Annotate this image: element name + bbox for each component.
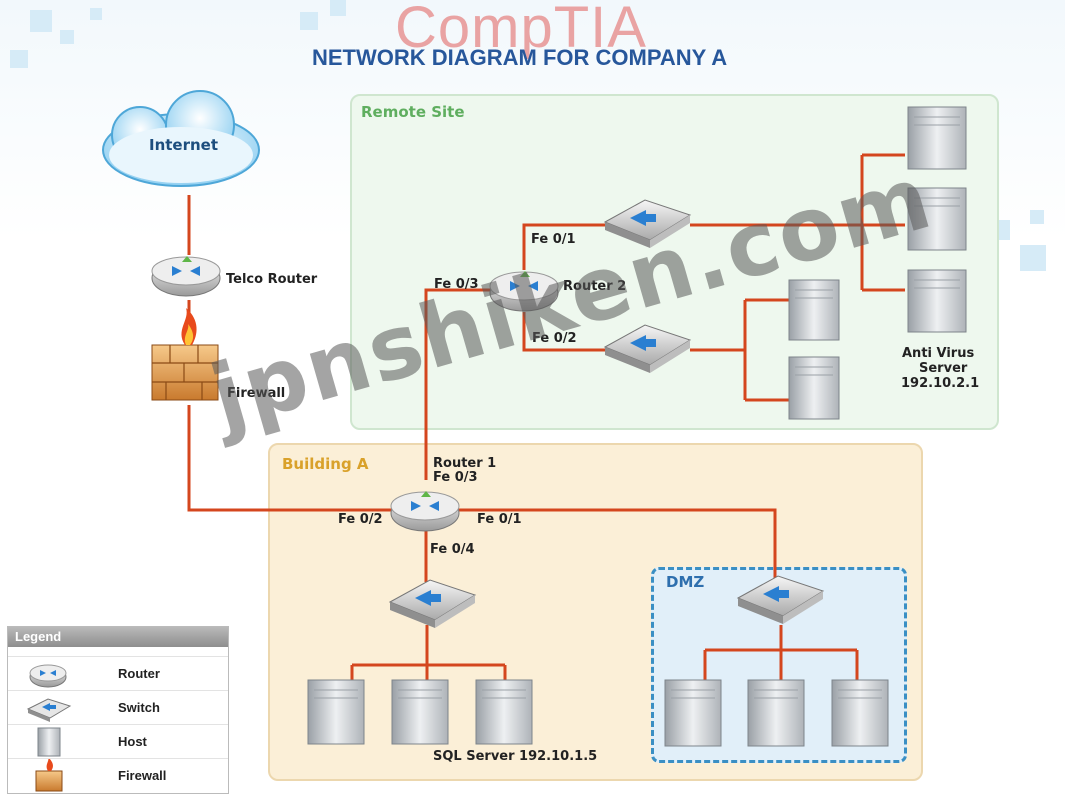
link-server-bus (860, 153, 905, 292)
host-icon (907, 187, 967, 251)
host-icon (747, 679, 805, 747)
firewall-label: Firewall (227, 386, 286, 401)
firewall-icon (151, 308, 219, 401)
host-icon (664, 679, 722, 747)
bg-square (300, 12, 318, 30)
router1-fe02-label: Fe 0/2 (338, 512, 383, 527)
link-router2-fe02 (522, 312, 610, 352)
building-a-title: Building A (282, 455, 369, 473)
bg-square (30, 10, 52, 32)
legend-item-switch: Switch (8, 690, 228, 725)
router2-fe01-label: Fe 0/1 (531, 232, 576, 247)
firewall-icon (35, 759, 63, 792)
link-router1-router2 (424, 288, 495, 480)
router1-fe03-label: Fe 0/3 (433, 470, 478, 485)
legend-item-host: Host (8, 724, 228, 759)
host-icon (475, 679, 533, 745)
link-switch2-hosts (690, 298, 790, 402)
legend-panel: Legend Router Switch Host (7, 626, 229, 794)
legend-item-label: Firewall (118, 768, 167, 783)
router1-icon (390, 491, 460, 532)
link-dmz-hosts (703, 625, 859, 680)
remote-site-zone (350, 94, 999, 430)
legend-item-label: Host (118, 734, 147, 749)
host-icon (907, 269, 967, 333)
router2-label: Router 2 (563, 279, 627, 294)
diagram-title: NETWORK DIAGRAM FOR COMPANY A (312, 45, 728, 70)
router1-fe01-label: Fe 0/1 (477, 512, 522, 527)
antivirus-server-ip: 192.10.2.1 (901, 376, 980, 391)
router-icon (29, 664, 67, 688)
link-router1-dmz-switch (455, 508, 777, 590)
bg-square (90, 8, 102, 20)
network-links (187, 153, 905, 680)
switch-icon-building (388, 579, 477, 628)
switch-icon (26, 698, 72, 722)
switch-icon-remote-bottom (603, 324, 692, 373)
internet-label: Internet (149, 136, 219, 154)
legend-item-router: Router (8, 656, 228, 691)
bg-square (1020, 245, 1046, 271)
host-icon (37, 727, 61, 757)
switch-icon-dmz (736, 575, 825, 624)
legend-item-firewall: Firewall (8, 758, 228, 793)
internet-cloud-icon (102, 90, 260, 187)
link-firewall-router1 (187, 405, 395, 512)
legend-item-label: Router (118, 666, 160, 681)
host-icon (391, 679, 449, 745)
telco-router-icon (151, 256, 221, 297)
bg-square (10, 50, 28, 68)
router1-label: Router 1 (433, 456, 497, 471)
host-icon (788, 279, 840, 341)
bg-square (60, 30, 74, 44)
host-icon (788, 356, 840, 420)
bg-square (1030, 210, 1044, 224)
host-icons (307, 106, 967, 747)
legend-title: Legend (8, 627, 228, 647)
dmz-title: DMZ (666, 573, 705, 591)
bg-square (330, 0, 346, 16)
telco-router-label: Telco Router (226, 272, 318, 287)
remote-site-title: Remote Site (361, 103, 465, 121)
link-router2-fe01 (522, 223, 610, 270)
antivirus-server-label-line2: Server (919, 361, 968, 376)
router2-fe03-label: Fe 0/3 (434, 277, 479, 292)
sql-server-label: SQL Server 192.10.1.5 (433, 749, 598, 764)
link-sql-hosts (350, 625, 507, 680)
router1-fe04-label: Fe 0/4 (430, 542, 475, 557)
host-icon (307, 679, 365, 745)
router2-icon (489, 271, 559, 312)
host-icon (831, 679, 889, 747)
legend-item-label: Switch (118, 700, 160, 715)
brand-logo: CompTIA (395, 0, 647, 60)
host-icon (907, 106, 967, 170)
switch-icon-remote-top (603, 199, 692, 248)
antivirus-server-label: Anti Virus (902, 346, 975, 361)
router2-fe02-label: Fe 0/2 (532, 331, 577, 346)
